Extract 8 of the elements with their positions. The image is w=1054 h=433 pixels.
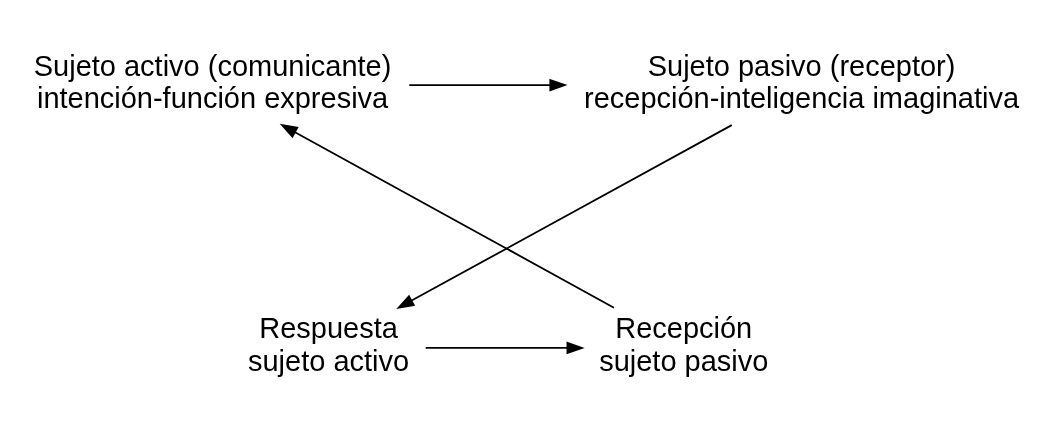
arrow [396, 124, 733, 309]
node-text: Sujeto activo (comunicante) intención-función expresiva [33, 49, 392, 115]
node-text: Respuesta sujeto activo [248, 312, 410, 378]
node-text: Sujeto pasivo (receptor) recepción-inteligencia imaginativa [584, 49, 1020, 115]
arrow [424, 341, 585, 355]
arrow [279, 123, 615, 309]
arrow [408, 78, 568, 92]
node-text: Recepción sujeto pasivo [599, 312, 769, 378]
